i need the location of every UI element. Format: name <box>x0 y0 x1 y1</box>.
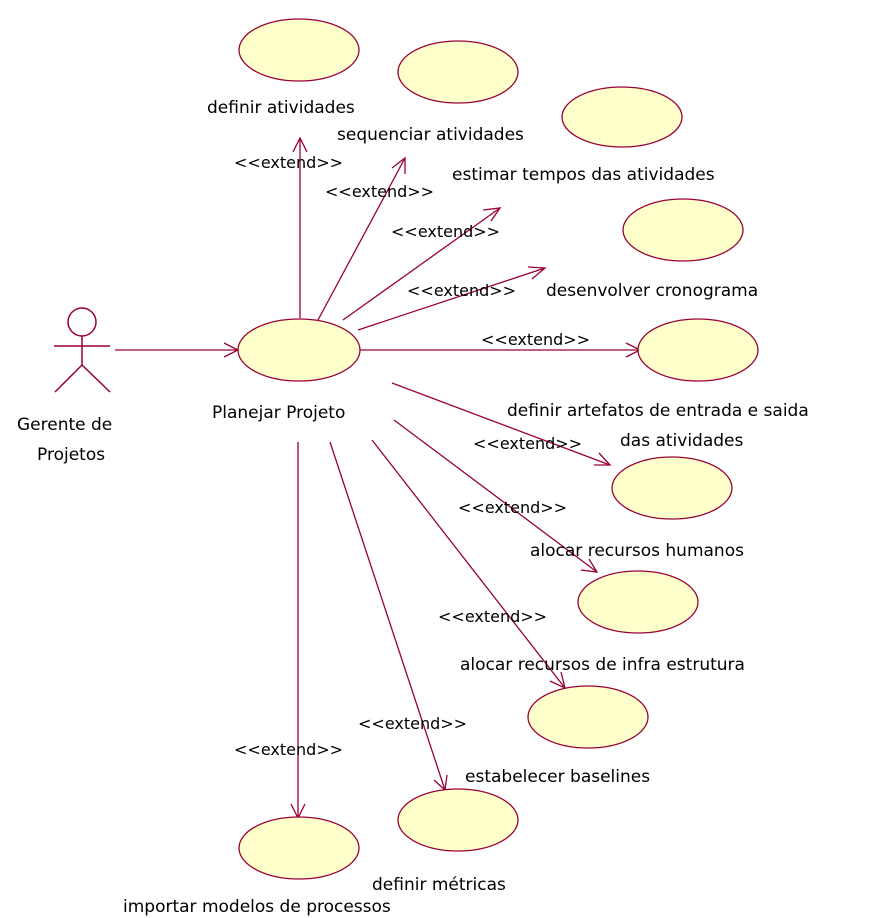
extend-label-alocar-recursos-humanos: <<extend>> <box>473 434 582 453</box>
use-case-label: desenvolver cronograma <box>546 281 758 301</box>
use-case-label: definir métricas <box>372 875 506 895</box>
extend-label-alocar-recursos-infra: <<extend>> <box>458 498 567 517</box>
extend-label-sequenciar-atividades: <<extend>> <box>325 182 434 201</box>
use-case-desenvolver-cronograma[interactable]: desenvolver cronograma <box>546 198 758 301</box>
use-case-ellipse <box>561 86 683 148</box>
extend-line-estabelecer-baselines <box>371 439 566 689</box>
use-case-label: importar modelos de processos <box>123 897 391 917</box>
use-case-importar-modelos[interactable]: importar modelos de processos <box>123 816 391 917</box>
use-case-ellipse <box>397 40 519 104</box>
use-case-definir-artefatos[interactable]: definir artefatos de entrada e saida das… <box>507 318 809 451</box>
use-case-ellipse <box>397 788 519 852</box>
use-case-planejar-projeto[interactable]: Planejar Projeto <box>212 318 361 423</box>
extend-label-estabelecer-baselines: <<extend>> <box>438 607 547 626</box>
use-case-ellipse <box>527 685 649 749</box>
use-case-label: alocar recursos de infra estrutura <box>460 655 745 675</box>
association-lines <box>115 138 640 818</box>
use-case-ellipse <box>577 570 699 634</box>
use-case-label: Planejar Projeto <box>212 403 345 423</box>
extend-line-desenvolver-cronograma <box>357 267 546 331</box>
arrowhead-definir-atividades <box>292 136 308 153</box>
actor-name-line2: Projetos <box>37 445 105 465</box>
actor-name-line1: Gerente de <box>17 415 112 435</box>
extend-line-definir-metricas <box>329 441 446 791</box>
use-case-label-line2: das atividades <box>620 431 744 451</box>
use-case-alocar-recursos-humanos[interactable]: alocar recursos humanos <box>530 456 744 561</box>
extend-line-sequenciar-atividades <box>317 157 406 321</box>
extend-label-importar-modelos: <<extend>> <box>234 740 343 759</box>
extend-labels: <<extend>> <<extend>> <<extend>> <<exten… <box>234 153 590 759</box>
use-case-label: estimar tempos das atividades <box>452 165 715 185</box>
use-case-ellipse <box>238 18 360 82</box>
use-case-label: estabelecer baselines <box>465 767 650 787</box>
arrowhead-alocar-recursos-humanos <box>594 452 612 466</box>
use-case-definir-atividades[interactable]: definir atividades <box>207 18 360 118</box>
extend-label-definir-atividades: <<extend>> <box>234 153 343 172</box>
use-case-estimar-tempos[interactable]: estimar tempos das atividades <box>452 86 715 185</box>
use-case-ellipse <box>622 198 744 262</box>
actor-gerente-de-projetos[interactable]: Gerente de Projetos <box>17 307 112 465</box>
use-case-ellipse <box>238 816 360 880</box>
arrowhead-sequenciar-atividades <box>391 156 406 174</box>
arrowhead-alocar-recursos-infra <box>580 558 599 573</box>
stick-figure-actor-icon <box>54 307 111 393</box>
extend-label-definir-metricas: <<extend>> <box>358 714 467 733</box>
extend-label-desenvolver-cronograma: <<extend>> <box>407 281 516 300</box>
arrowhead-estimar-tempos <box>482 207 502 222</box>
use-case-ellipse <box>611 456 733 520</box>
arrowhead-desenvolver-cronograma <box>527 266 547 280</box>
extend-label-estimar-tempos: <<extend>> <box>391 222 500 241</box>
use-case-sequenciar-atividades[interactable]: sequenciar atividades <box>337 40 524 145</box>
extend-line-alocar-recursos-humanos <box>391 382 611 466</box>
use-case-label-line1: definir artefatos de entrada e saida <box>507 401 809 421</box>
use-case-alocar-recursos-infra[interactable]: alocar recursos de infra estrutura <box>460 570 745 675</box>
extend-line-alocar-recursos-infra <box>393 419 598 573</box>
use-case-estabelecer-baselines[interactable]: estabelecer baselines <box>465 685 650 787</box>
extend-label-definir-artefatos: <<extend>> <box>481 330 590 349</box>
use-case-definir-metricas[interactable]: definir métricas <box>372 788 519 895</box>
use-case-label: definir atividades <box>207 98 355 118</box>
extend-line-estimar-tempos <box>342 207 501 321</box>
use-case-ellipse <box>637 318 759 382</box>
use-case-label: alocar recursos humanos <box>530 541 744 561</box>
use-case-label: sequenciar atividades <box>337 125 524 145</box>
use-case-ellipse <box>237 318 361 382</box>
